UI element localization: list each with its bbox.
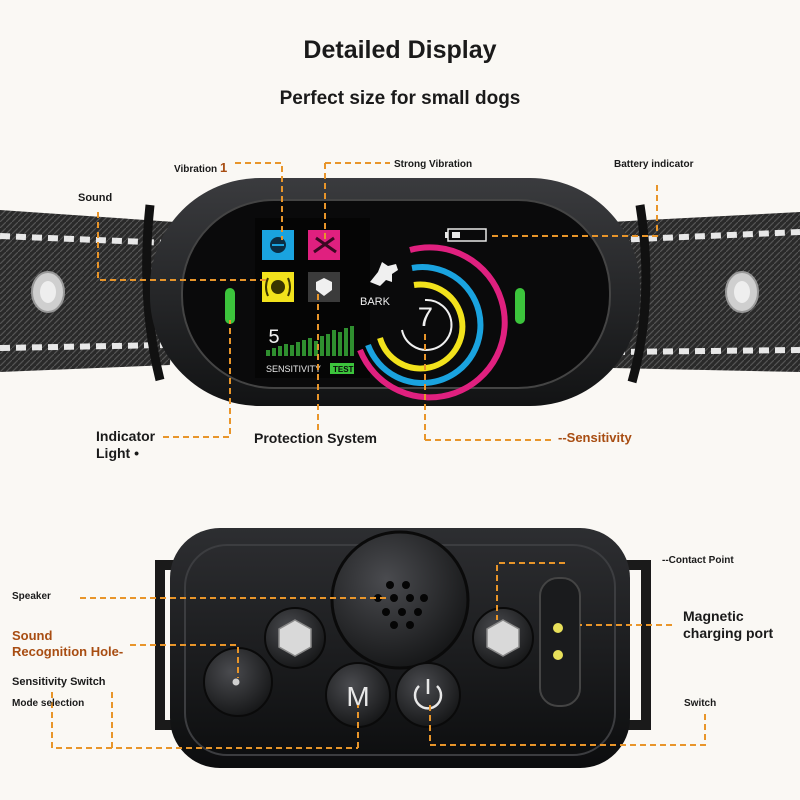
vibration-level: 1 <box>219 160 228 175</box>
page-subtitle: Perfect size for small dogs <box>279 88 521 109</box>
speaker-grille <box>330 530 470 670</box>
power-button[interactable] <box>395 662 461 728</box>
dog-icon <box>370 262 398 286</box>
battery-indicator-label: Battery indicator <box>614 159 694 170</box>
contact-bolt-right <box>472 607 534 669</box>
power-icon <box>413 685 443 710</box>
indicator-light-label: Indicator Light • <box>96 428 156 461</box>
bark-sensitivity-rings <box>357 244 508 401</box>
mode-selection-label: Mode selection <box>12 698 85 709</box>
contact-point-label: --Contact Point <box>662 555 734 566</box>
leader-lines <box>51 162 706 749</box>
sound-recognition-hole-label: Sound Recognition Hole- <box>12 628 124 659</box>
ring-value: 7 <box>417 304 434 335</box>
protection-shield-icon <box>308 272 340 302</box>
magnetic-charging-port <box>539 577 581 707</box>
page-title: Detailed Display <box>303 36 497 64</box>
indicator-light-right <box>515 288 525 324</box>
sensitivity-switch-label: Sensitivity Switch <box>12 676 106 688</box>
indicator-light-left <box>225 288 235 324</box>
vibration-label: Vibration 1 <box>174 160 228 175</box>
battery-icon <box>445 228 487 242</box>
vibration-icon <box>262 230 294 260</box>
bark-label: BARK <box>360 296 391 308</box>
sound-icon <box>262 272 294 302</box>
speaker-label: Speaker <box>12 591 51 602</box>
switch-label: Switch <box>684 698 717 709</box>
test-badge: TEST <box>333 365 354 374</box>
sensitivity-label: --Sensitivity <box>558 430 632 445</box>
mode-button-label: M <box>346 681 369 712</box>
sound-label: Sound <box>78 192 113 204</box>
sensitivity-screen-label: SENSITIVITY <box>266 364 321 374</box>
strong-vibration-label: Strong Vibration <box>394 159 473 170</box>
contact-bolt-left <box>264 607 326 669</box>
magnetic-charging-port-label: Magnetic charging port <box>683 608 774 641</box>
collar-strap-right <box>610 212 800 372</box>
collar-strap-left <box>0 210 175 372</box>
sensitivity-level-bars <box>266 326 354 356</box>
protection-system-label: Protection System <box>254 430 377 446</box>
sensitivity-level-digit: 5 <box>268 327 280 350</box>
